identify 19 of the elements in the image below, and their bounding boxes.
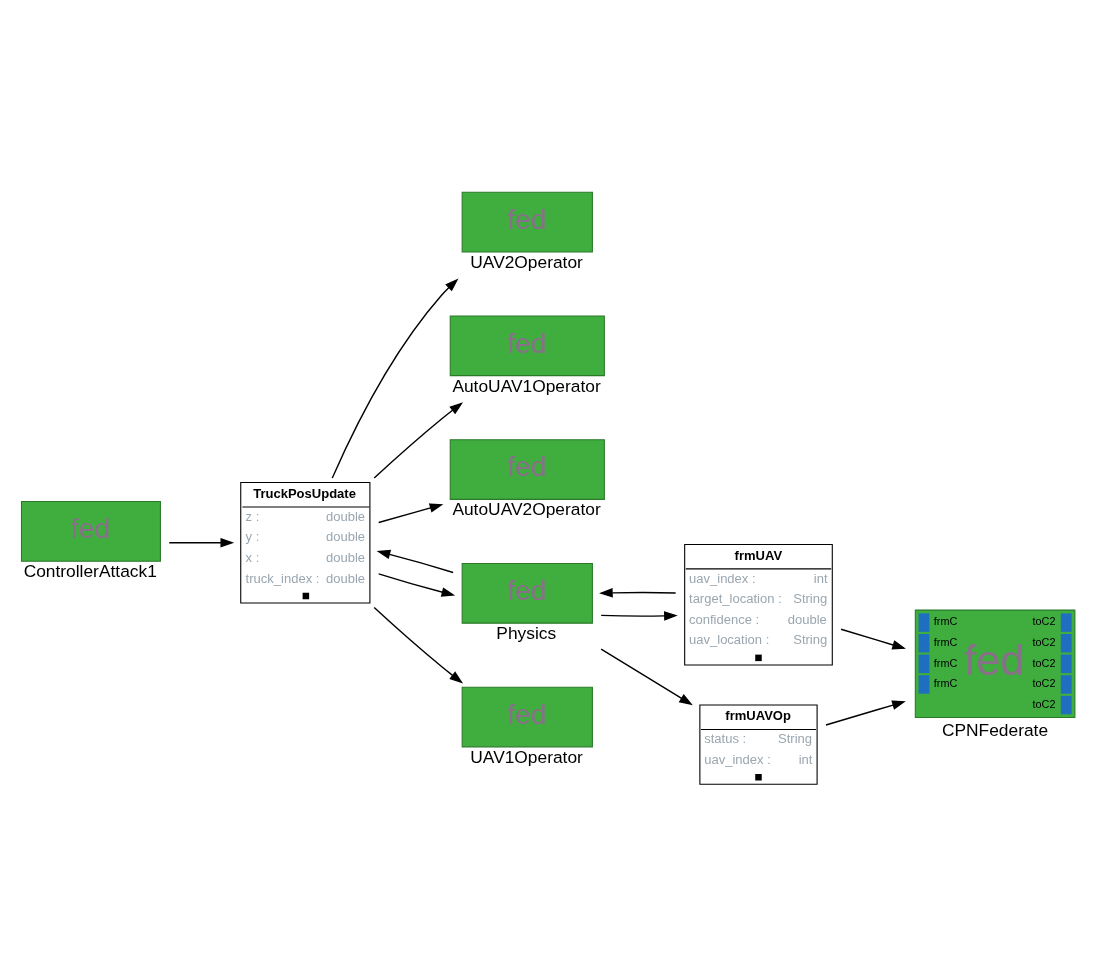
node-label: ControllerAttack1 <box>23 560 157 581</box>
arrow <box>378 502 444 523</box>
arrow <box>599 587 677 598</box>
arrow <box>331 278 459 479</box>
arrow <box>600 647 693 705</box>
arrow <box>825 700 906 726</box>
arrow <box>600 610 678 621</box>
node-label: AutoUAV1Operator <box>452 375 601 396</box>
arrow <box>373 606 464 683</box>
node-label: Physics <box>496 622 557 643</box>
arrow <box>376 549 454 573</box>
arrow <box>168 537 235 548</box>
arrow <box>840 628 906 649</box>
arrow <box>373 401 464 479</box>
node-label: AutoUAV2Operator <box>452 498 601 519</box>
node-label: CPNFederate <box>941 719 1049 740</box>
arrow <box>378 572 456 597</box>
node-label: UAV2Operator <box>470 251 583 272</box>
node-label: UAV1Operator <box>470 746 583 767</box>
